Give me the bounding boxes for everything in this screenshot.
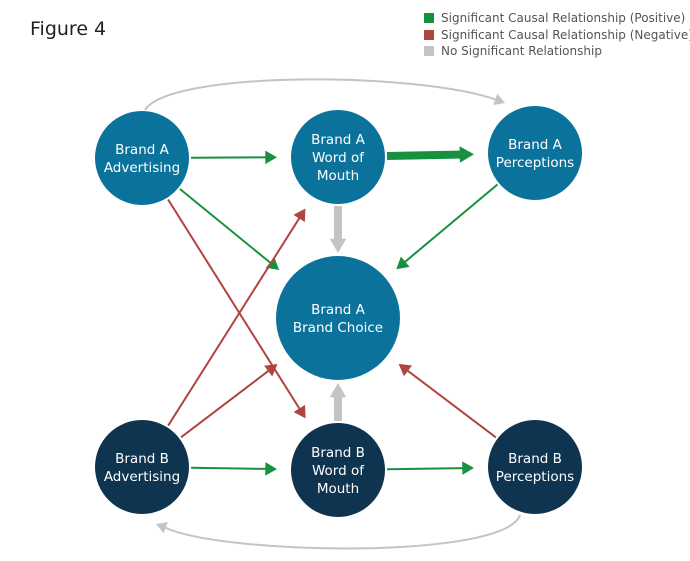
node-label: Brand B (311, 445, 365, 461)
edge-b_perc-to-choice (398, 363, 497, 439)
edge-a_wom-to-choice (329, 206, 347, 253)
arrowhead-icon (156, 522, 168, 534)
node-b-perc: Brand B Perceptions (488, 420, 582, 514)
node-label: Word of (312, 463, 365, 479)
arrowhead-icon (265, 150, 278, 165)
edge-line (167, 198, 302, 412)
arrowhead-icon (265, 462, 278, 476)
legend-label: No Significant Relationship (441, 44, 602, 58)
legend-item-positive: Significant Causal Relationship (Positiv… (424, 10, 690, 27)
edge-line (167, 215, 302, 427)
arrowhead-icon (462, 461, 475, 475)
arrowhead-icon (329, 238, 347, 253)
legend-swatch-none (424, 46, 434, 57)
node-circle (488, 106, 582, 200)
node-label: Perceptions (496, 155, 574, 171)
arrowhead-icon (398, 363, 413, 377)
edge-line (179, 188, 273, 266)
edge-b_adv-to-b_wom (190, 462, 278, 476)
arrowhead-icon (293, 404, 306, 419)
node-label: Brand A (311, 302, 366, 318)
legend: Significant Causal Relationship (Positiv… (424, 10, 690, 60)
figure-title: Figure 4 (30, 18, 107, 40)
node-label: Brand B (115, 451, 169, 467)
edge-line (386, 150, 464, 161)
edge-a_perc-to-choice (396, 183, 499, 270)
node-label: Advertising (104, 469, 180, 485)
edge-line (405, 368, 497, 439)
node-label: Perceptions (496, 469, 574, 485)
node-circle (95, 420, 189, 514)
edge-a_adv-to-b_wom (167, 198, 306, 419)
edge-line (402, 183, 499, 265)
edge-line (180, 368, 271, 439)
node-choice: Brand A Brand Choice (276, 256, 400, 380)
edge-b_wom-to-b_perc (386, 461, 475, 475)
node-b-adv: Brand B Advertising (95, 420, 189, 514)
arrowhead-icon (493, 93, 505, 105)
node-label: Mouth (317, 168, 359, 184)
node-circle (95, 111, 189, 205)
edge-b_adv-to-choice (180, 363, 278, 439)
node-label: Word of (312, 150, 365, 166)
node-a-wom: Brand A Word of Mouth (291, 110, 385, 204)
legend-swatch-negative (424, 29, 434, 40)
node-circle (291, 110, 385, 204)
node-circle (488, 420, 582, 514)
node-label: Mouth (317, 481, 359, 497)
edge-b_adv-to-a_wom (167, 208, 306, 427)
edge-line (190, 466, 269, 470)
legend-swatch-positive (424, 13, 434, 24)
legend-label: Significant Causal Relationship (Negativ… (441, 27, 690, 42)
edge-a_adv-to-a_perc (144, 78, 505, 111)
node-b-wom: Brand B Word of Mouth (291, 423, 385, 517)
node-label: Brand A (115, 142, 170, 158)
arrowhead-icon (459, 146, 475, 163)
node-label: Brand A (508, 137, 563, 153)
node-a-perc: Brand A Perceptions (488, 106, 582, 200)
edge-b_perc-to-b_adv (156, 514, 521, 550)
edge-line (144, 78, 498, 111)
edge-line (163, 514, 521, 550)
arrowhead-icon (329, 383, 347, 398)
node-label: Brand A (311, 132, 366, 148)
node-a-adv: Brand A Advertising (95, 111, 189, 205)
node-label: Brand B (508, 451, 562, 467)
edge-line (386, 467, 466, 471)
legend-item-none: No Significant Relationship (424, 43, 690, 60)
edge-a_adv-to-a_wom (190, 150, 278, 165)
legend-label: Significant Causal Relationship (Positiv… (441, 11, 686, 25)
edge-a_adv-to-choice (179, 188, 280, 270)
arrowhead-icon (264, 363, 278, 377)
legend-item-negative: Significant Causal Relationship (Negativ… (424, 27, 690, 44)
edge-b_wom-to-choice (329, 383, 347, 421)
arrowhead-icon (293, 208, 306, 223)
node-circle (291, 423, 385, 517)
edge-a_wom-to-a_perc (386, 146, 475, 163)
node-label: Brand Choice (293, 320, 383, 336)
arrowhead-icon (396, 256, 410, 270)
node-circle (276, 256, 400, 380)
node-label: Advertising (104, 160, 180, 176)
